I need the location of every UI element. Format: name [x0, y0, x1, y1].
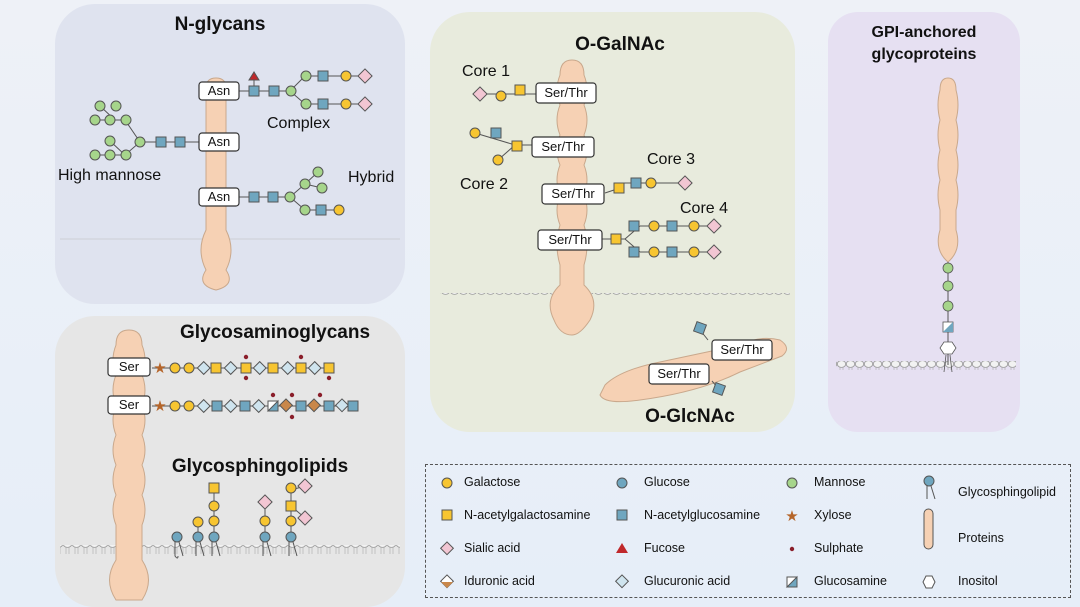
membrane-gsl: [60, 545, 400, 579]
ser-label-1: Ser: [118, 359, 140, 374]
core-2-label: Core 2: [460, 176, 509, 193]
gpi-protein: [937, 77, 959, 263]
sulphate-icon: [789, 546, 795, 552]
core-4-label: Core 4: [680, 200, 729, 217]
asn-label-1: Asn: [207, 83, 231, 98]
glucose-icon: [616, 477, 628, 489]
n-glycan-protein: [200, 77, 232, 291]
inositol-icon: [922, 575, 936, 589]
hybrid-label: Hybrid: [348, 169, 395, 186]
ser-label-2: Ser: [118, 397, 140, 412]
legend-icons: ★: [439, 475, 936, 589]
legend-sulphate: Sulphate: [814, 541, 864, 555]
core-1-label: Core 1: [462, 63, 511, 80]
iduronic-acid-icon: [439, 574, 455, 589]
ser-thr-label-4: Ser/Thr: [548, 232, 592, 247]
membrane-gpi: [836, 361, 1016, 370]
legend-glucose: Glucose: [644, 475, 690, 489]
gag-chain-2: ★: [152, 392, 359, 420]
legend-galactose: Galactose: [464, 475, 521, 489]
n-glycans-title: N-glycans: [174, 14, 266, 35]
legend-iduronic-acid: Iduronic acid: [464, 574, 535, 588]
membrane-o-galnac: [440, 267, 790, 302]
legend: ★ Galactose Glucose Mannose Glycosphingo…: [425, 464, 1071, 598]
ser-thr-label-6: Ser/Thr: [657, 366, 701, 381]
core-3-label: Core 3: [647, 151, 696, 168]
svg-text:★: ★: [153, 360, 166, 377]
legend-sialic-acid: Sialic acid: [464, 541, 521, 555]
galactose-icon: [441, 477, 453, 489]
gpi-panel: [828, 12, 1020, 432]
gsl-title: Glycosphingolipids: [171, 456, 349, 477]
core-2-glycan: [469, 127, 540, 166]
ser-thr-label-2: Ser/Thr: [541, 139, 585, 154]
o-galnac-title: O-GalNAc: [575, 34, 665, 55]
legend-xylose: Xylose: [814, 508, 852, 522]
gags-title: Glycosaminoglycans: [179, 322, 371, 343]
o-glcnac-title: O-GlcNAc: [645, 406, 735, 427]
legend-mannose: Mannose: [814, 475, 866, 489]
ser-thr-label-1: Ser/Thr: [544, 85, 588, 100]
legend-inositol: Inositol: [958, 574, 998, 588]
gag-chain-1: ★: [152, 354, 335, 381]
protein-icon: [923, 508, 934, 550]
fucose-icon: [616, 543, 628, 553]
gpi-title-line1: GPI-anchored: [871, 24, 977, 41]
gsl-3: [208, 482, 221, 557]
gsl-5: [285, 478, 313, 557]
glycosphingolipid-icon: [923, 475, 936, 500]
sialic-acid-icon: [439, 541, 455, 556]
o-glcnac-glycans: [692, 320, 727, 397]
n-glycan-high-mannose: [89, 100, 200, 161]
n-glycan-hybrid: [236, 166, 345, 216]
glycosphingolipids: [171, 478, 313, 559]
mannose-icon: [786, 477, 798, 489]
core-4-glycan: [602, 218, 722, 260]
asn-label-3: Asn: [207, 189, 231, 204]
gsl-1: [171, 531, 184, 559]
legend-proteins: Proteins: [958, 531, 1004, 545]
asn-label-2: Asn: [207, 134, 231, 149]
gpi-anchor: [939, 262, 957, 373]
high-mannose-label: High mannose: [58, 167, 162, 184]
ser-thr-label-3: Ser/Thr: [551, 186, 595, 201]
glcnac-icon: [616, 509, 628, 521]
core-1-glycan: [472, 84, 540, 102]
complex-label: Complex: [267, 115, 331, 132]
legend-glcnac: N-acetylglucosamine: [644, 508, 761, 522]
glucosamine-icon: [785, 575, 798, 588]
svg-text:★: ★: [153, 398, 166, 415]
gsl-2: [192, 516, 205, 557]
legend-glycosphingolipid: Glycosphingolipid: [958, 485, 1056, 499]
legend-glucosamine: Glucosamine: [814, 574, 887, 588]
gsl-4: [257, 494, 273, 557]
n-glycan-complex: [236, 68, 373, 112]
core-3-glycan: [604, 175, 693, 194]
xylose-icon: ★: [785, 508, 798, 525]
legend-fucose: Fucose: [644, 541, 685, 555]
ser-thr-label-5: Ser/Thr: [720, 342, 764, 357]
legend-glucuronic-acid: Glucuronic acid: [644, 574, 731, 588]
legend-galnac: N-acetylgalactosamine: [464, 508, 591, 522]
gpi-title-line2: glycoproteins: [871, 46, 977, 63]
glucuronic-acid-icon: [614, 574, 630, 589]
galnac-icon: [441, 509, 453, 521]
residue-boxes: [107, 81, 773, 415]
